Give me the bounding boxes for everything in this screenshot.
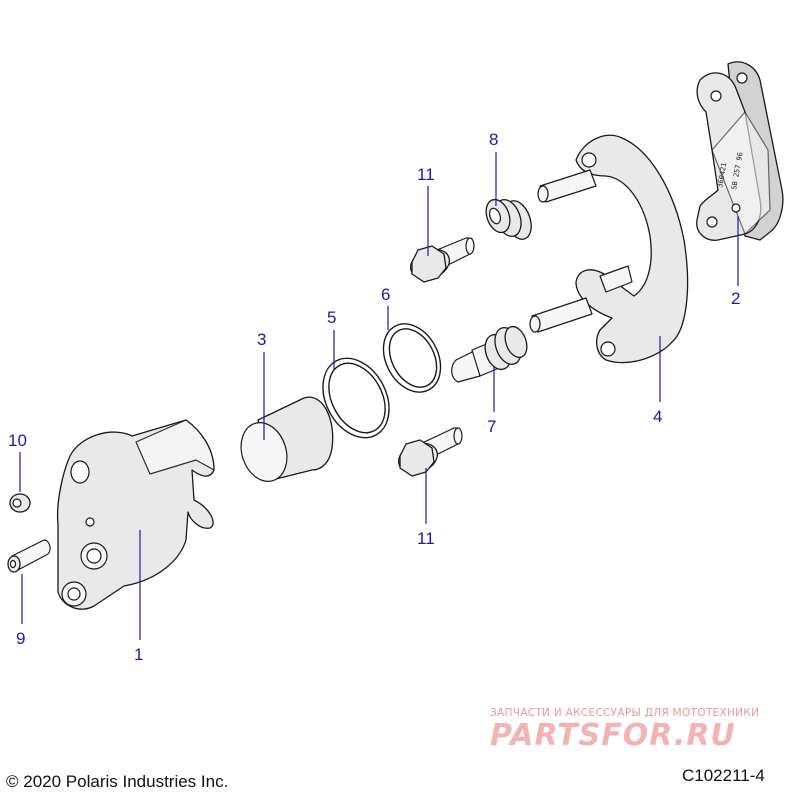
- callout-3: 3: [257, 330, 266, 349]
- diagram-code: C102211-4: [682, 766, 765, 785]
- callout-6: 6: [381, 285, 390, 304]
- dust-seal-ring: [382, 323, 442, 393]
- slide-pin-with-boot: [451, 325, 528, 383]
- bleeder-cap: [9, 493, 31, 513]
- callout-2: 2: [731, 289, 740, 308]
- callout-7: 7: [487, 417, 496, 436]
- callout-9: 9: [16, 629, 25, 648]
- watermark-logo: PARTSFOR.RU: [490, 718, 736, 753]
- watermark-tagline: ЗАПЧАСТИ И АКСЕССУАРЫ ДЛЯ МОТОТЕХНИКИ: [490, 707, 760, 719]
- piston: [240, 396, 334, 482]
- brake-pads: 360421 SB 257 96: [696, 61, 784, 241]
- callout-5: 5: [327, 308, 336, 327]
- caliper-bracket: [529, 134, 689, 364]
- callout-1: 1: [134, 645, 143, 664]
- seal-ring: [322, 357, 390, 439]
- callout-11-upper: 11: [417, 165, 435, 184]
- bleeder-screw: [7, 539, 51, 573]
- flange-bolt-upper: [409, 237, 475, 283]
- caliper-body: [56, 419, 215, 610]
- callout-4: 4: [653, 407, 662, 426]
- callout-8: 8: [489, 130, 498, 149]
- flange-bolt-lower: [397, 427, 463, 477]
- callout-10: 10: [8, 431, 27, 450]
- leader-lines: [19, 152, 739, 640]
- callout-11-lower: 11: [417, 529, 435, 548]
- copyright-text: © 2020 Polaris Industries Inc.: [6, 772, 229, 791]
- rubber-boot: [485, 198, 532, 240]
